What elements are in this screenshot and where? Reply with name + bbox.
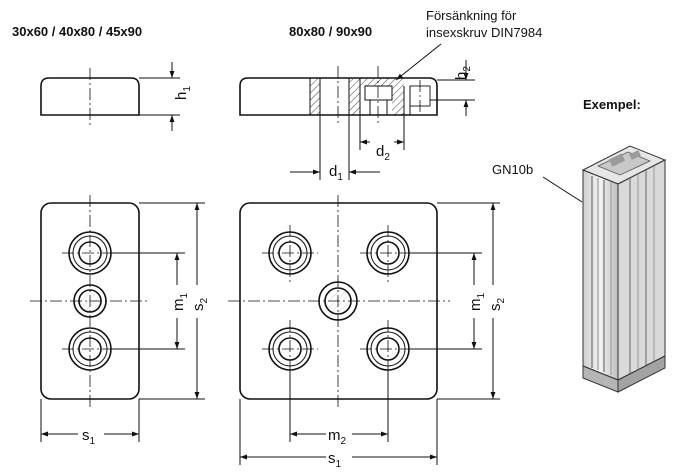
left-side-view xyxy=(40,62,180,131)
dim-h1: h1 xyxy=(173,86,193,100)
dim-s1-left: s1 xyxy=(82,427,96,447)
header-middle-sizes: 80x80 / 90x90 xyxy=(289,24,372,39)
profile-illustration xyxy=(542,145,667,393)
profile-label: GN10b xyxy=(492,162,533,177)
dim-m1-left: m1 xyxy=(170,293,190,312)
dim-s2-right: s2 xyxy=(487,298,507,312)
dim-h2: h2 xyxy=(453,66,473,80)
dim-m1-right: m1 xyxy=(467,293,487,312)
dim-d1: d1 xyxy=(329,163,343,183)
middle-side-view xyxy=(239,43,475,180)
note-countersink-line2: insexskruv DIN7984 xyxy=(426,25,542,40)
example-heading: Exempel: xyxy=(583,97,641,112)
note-countersink-line1: Försänkning för xyxy=(426,8,517,23)
header-left-sizes: 30x60 / 40x80 / 45x90 xyxy=(12,24,142,39)
middle-top-view xyxy=(228,195,500,465)
dim-s2-left: s2 xyxy=(190,298,210,312)
dim-s1-right: s1 xyxy=(328,450,342,470)
dim-m2: m2 xyxy=(328,427,347,447)
dim-d2: d2 xyxy=(376,143,390,163)
left-top-view xyxy=(30,195,205,442)
